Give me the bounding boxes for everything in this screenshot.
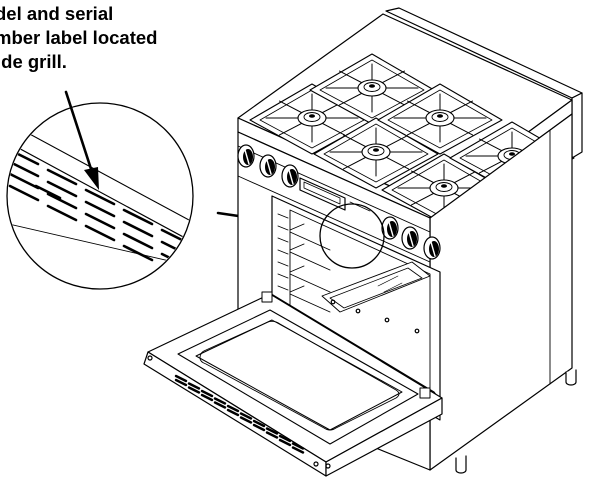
grill-slot bbox=[122, 220, 154, 238]
grill-slot bbox=[34, 184, 62, 200]
vent-slot bbox=[291, 446, 305, 454]
callout-line-2: mber label located bbox=[0, 27, 158, 48]
callout-line-1: del and serial bbox=[0, 3, 114, 24]
vent-slot bbox=[174, 378, 188, 387]
vent-slot bbox=[291, 442, 305, 450]
grill-slot bbox=[84, 212, 116, 230]
vent-slot bbox=[278, 438, 292, 447]
grill-slot bbox=[8, 160, 40, 178]
control-knobs bbox=[237, 144, 441, 260]
grill-slot bbox=[8, 148, 40, 166]
magnified-grill-detail bbox=[6, 102, 194, 290]
vent-slot bbox=[239, 416, 253, 424]
grill-slot bbox=[46, 192, 78, 210]
grill-slot bbox=[46, 204, 78, 222]
vent-slot bbox=[226, 408, 240, 417]
vent-slot bbox=[226, 404, 240, 413]
vent-slot bbox=[252, 419, 266, 428]
vent-slot bbox=[265, 431, 279, 439]
control-knob bbox=[237, 144, 255, 168]
callout-line-3: ide grill. bbox=[0, 51, 67, 72]
vent-slot bbox=[213, 401, 227, 409]
callout-arrow-to-grill bbox=[64, 90, 99, 190]
vent-slot bbox=[200, 389, 214, 398]
vent-slot bbox=[265, 427, 279, 435]
grill-slot bbox=[8, 184, 40, 202]
grill-slot bbox=[46, 168, 78, 186]
grill-slot bbox=[84, 224, 116, 242]
grill-slot bbox=[8, 172, 40, 190]
grill-slot bbox=[84, 200, 116, 218]
vent-slot bbox=[187, 382, 201, 390]
grill-slot bbox=[122, 232, 154, 250]
grill-slot bbox=[84, 188, 116, 206]
grill-slot bbox=[160, 264, 192, 282]
vent-slot bbox=[187, 386, 201, 394]
burner-grate bbox=[249, 83, 375, 155]
vent-slot bbox=[213, 397, 227, 405]
vent-slot bbox=[200, 393, 214, 402]
burner-grates bbox=[249, 53, 575, 225]
vent-slot bbox=[252, 423, 266, 432]
model-serial-label-callout: del and serial mber label located ide gr… bbox=[0, 2, 240, 74]
door-vent-slots bbox=[174, 374, 305, 454]
burner-grate bbox=[377, 83, 503, 155]
control-knob bbox=[423, 236, 441, 260]
vent-slot bbox=[174, 374, 188, 383]
magnified-grill-slots bbox=[8, 148, 192, 282]
control-knob bbox=[381, 216, 399, 240]
oven-door bbox=[143, 291, 443, 477]
control-knob bbox=[401, 226, 419, 250]
burner-grate bbox=[313, 117, 439, 189]
control-knob bbox=[281, 164, 299, 188]
vent-slot bbox=[278, 434, 292, 443]
grill-slot bbox=[122, 208, 154, 226]
vent-slot bbox=[239, 412, 253, 420]
grill-slot bbox=[122, 244, 154, 262]
oven-cavity bbox=[271, 195, 441, 403]
control-knob bbox=[259, 154, 277, 178]
grill-slot bbox=[46, 180, 78, 198]
